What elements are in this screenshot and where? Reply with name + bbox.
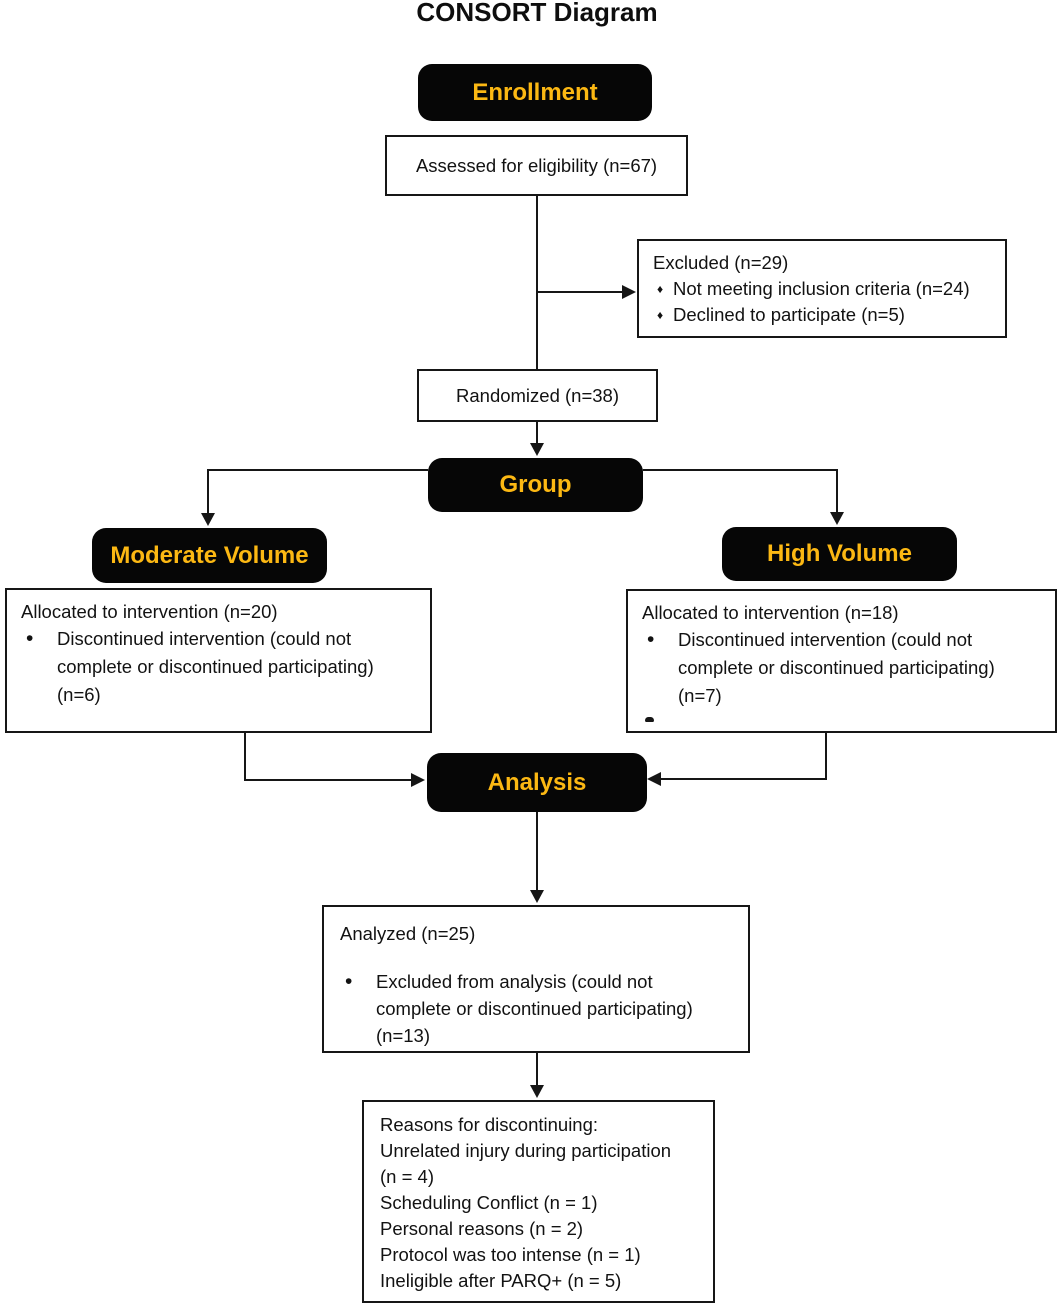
analyzed-bullet-item: • Excluded from analysis (could not comp… [340, 968, 736, 1049]
reason-line: Unrelated injury during participation [380, 1140, 672, 1161]
bullet-line: (n=13) [376, 1025, 430, 1046]
connector-moderate-to-analysis-arrow [244, 732, 425, 787]
high-volume-stage-label: High Volume [767, 540, 912, 567]
enrollment-stage-box: Enrollment [418, 64, 652, 121]
reason-line: (n = 4) [380, 1166, 434, 1187]
allocated-moderate-box: Allocated to intervention (n=20) • Disco… [5, 588, 432, 733]
allocated-moderate-bullet-item: • Discontinued intervention (could not c… [21, 625, 418, 709]
partial-bullet-mark [645, 717, 654, 722]
group-stage-box: Group [428, 458, 643, 512]
reason-line: Personal reasons (n = 2) [380, 1218, 584, 1239]
allocated-high-bullet-item: • Discontinued intervention (could not c… [642, 626, 1043, 710]
moderate-volume-stage-label: Moderate Volume [110, 541, 309, 569]
connector-high-to-analysis-arrow [647, 733, 827, 786]
analysis-stage-box: Analysis [427, 753, 647, 812]
excluded-item-text: Declined to participate (n=5) [673, 304, 905, 325]
connector-randomized-to-group-arrow [530, 422, 544, 456]
excluded-item: ♦ Declined to participate (n=5) [653, 302, 993, 328]
dot-bullet-icon: • [345, 970, 353, 993]
dot-bullet-icon: • [26, 627, 34, 650]
reasons-box: Reasons for discontinuing: Unrelated inj… [362, 1100, 715, 1303]
bullet-line: Discontinued intervention (could not [57, 628, 352, 649]
reason-line: Scheduling Conflict (n = 1) [380, 1192, 598, 1213]
bullet-line: complete or discontinued participating) [57, 656, 374, 677]
diamond-bullet-icon: ♦ [657, 308, 664, 322]
group-stage-label: Group [499, 471, 572, 498]
reason-line: Reasons for discontinuing: [380, 1114, 599, 1135]
allocated-high-title: Allocated to intervention (n=18) [642, 602, 899, 623]
connector-analysis-to-analyzed-arrow [530, 812, 544, 903]
bullet-line: (n=7) [678, 685, 722, 706]
allocated-high-box: Allocated to intervention (n=18) • Disco… [626, 589, 1057, 733]
bullet-line: Discontinued intervention (could not [678, 629, 973, 650]
diagram-title: CONSORT Diagram [416, 0, 658, 27]
connector-group-to-moderate-arrow [201, 469, 428, 526]
analyzed-title: Analyzed (n=25) [340, 923, 476, 944]
moderate-volume-stage-box: Moderate Volume [92, 528, 327, 583]
bullet-line: (n=6) [57, 684, 101, 705]
analysis-stage-label: Analysis [487, 768, 587, 796]
bullet-line: complete or discontinued participating) [678, 657, 995, 678]
excluded-box: Excluded (n=29) ♦ Not meeting inclusion … [637, 239, 1007, 338]
reason-line: Protocol was too intense (n = 1) [380, 1244, 641, 1265]
analyzed-box: Analyzed (n=25) • Excluded from analysis… [322, 905, 750, 1053]
dot-bullet-icon: • [647, 628, 655, 651]
assessed-box: Assessed for eligibility (n=67) [385, 135, 688, 196]
assessed-text: Assessed for eligibility (n=67) [415, 154, 658, 176]
bullet-line: Excluded from analysis (could not [376, 971, 653, 992]
connector-group-to-high-arrow [643, 469, 844, 525]
allocated-moderate-title: Allocated to intervention (n=20) [21, 601, 278, 622]
diamond-bullet-icon: ♦ [657, 282, 664, 296]
bullet-line: complete or discontinued participating) [376, 998, 693, 1019]
reason-line: Ineligible after PARQ+ (n = 5) [380, 1270, 622, 1291]
high-volume-stage-box: High Volume [722, 527, 957, 581]
excluded-item-text: Not meeting inclusion criteria (n=24) [673, 278, 970, 299]
enrollment-stage-label: Enrollment [472, 78, 598, 106]
randomized-box: Randomized (n=38) [417, 369, 658, 422]
connector-to-excluded-arrow [537, 285, 636, 299]
connector-analyzed-to-reasons-arrow [530, 1053, 544, 1098]
randomized-text: Randomized (n=38) [456, 384, 619, 406]
excluded-item: ♦ Not meeting inclusion criteria (n=24) [653, 276, 993, 302]
excluded-title: Excluded (n=29) [653, 252, 789, 273]
